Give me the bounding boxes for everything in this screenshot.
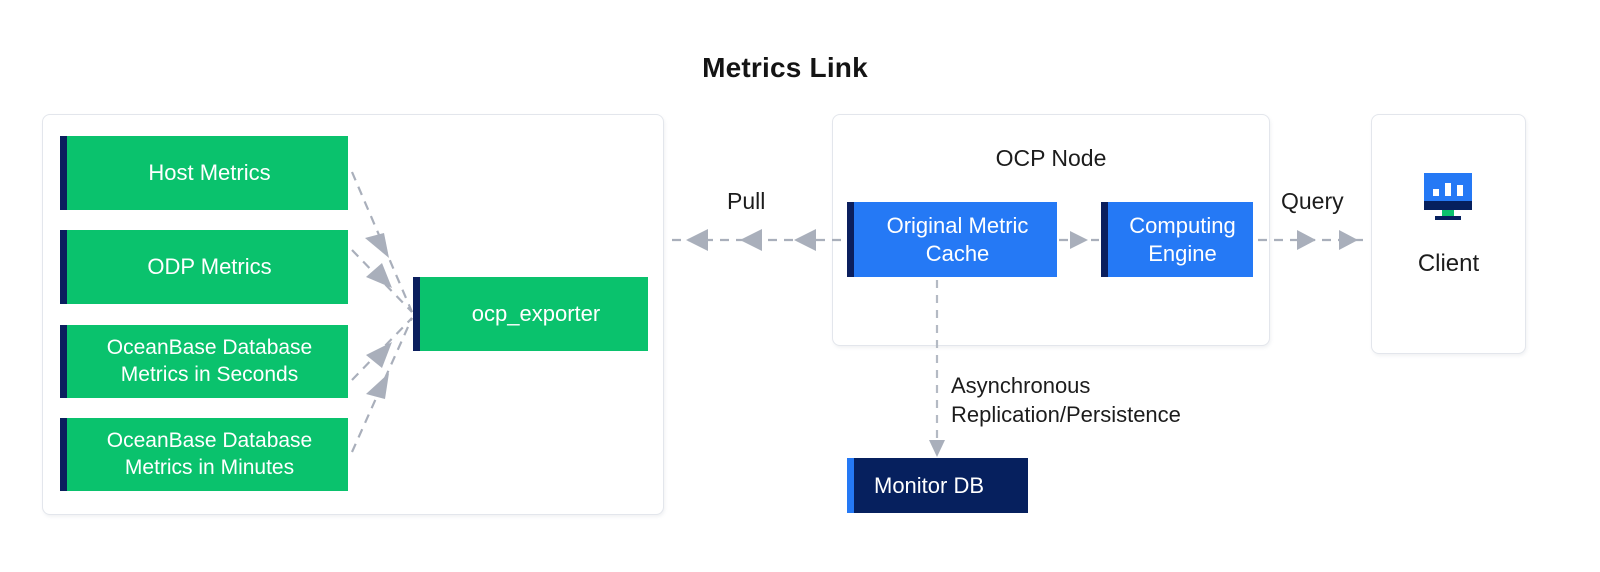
monitor-chart-icon [1422, 172, 1474, 220]
edge-label-query: Query [1281, 188, 1344, 214]
node-odp-metrics[interactable]: ODP Metrics [60, 230, 348, 304]
node-oceanbase-metrics-minutes[interactable]: OceanBase Database Metrics in Minutes [60, 418, 348, 491]
edge-label-asynchronous-replication: Asynchronous Replication/Persistence [951, 373, 1181, 427]
node-host-metrics[interactable]: Host Metrics [60, 136, 348, 210]
arrow-query [1258, 230, 1370, 250]
client-label: Client [1417, 250, 1480, 277]
node-ocp-exporter[interactable]: ocp_exporter [413, 277, 648, 351]
node-monitor-db[interactable]: Monitor DB [847, 458, 1028, 513]
node-computing-engine[interactable]: Computing Engine [1101, 202, 1253, 277]
node-original-metric-cache[interactable]: Original Metric Cache [847, 202, 1057, 277]
ocp-node-title: OCP Node [995, 145, 1107, 171]
edge-label-pull: Pull [727, 188, 766, 214]
node-oceanbase-metrics-seconds[interactable]: OceanBase Database Metrics in Seconds [60, 325, 348, 398]
arrow-pull [672, 229, 846, 251]
client-container [1371, 114, 1526, 354]
page-title: Metrics Link [702, 52, 868, 83]
